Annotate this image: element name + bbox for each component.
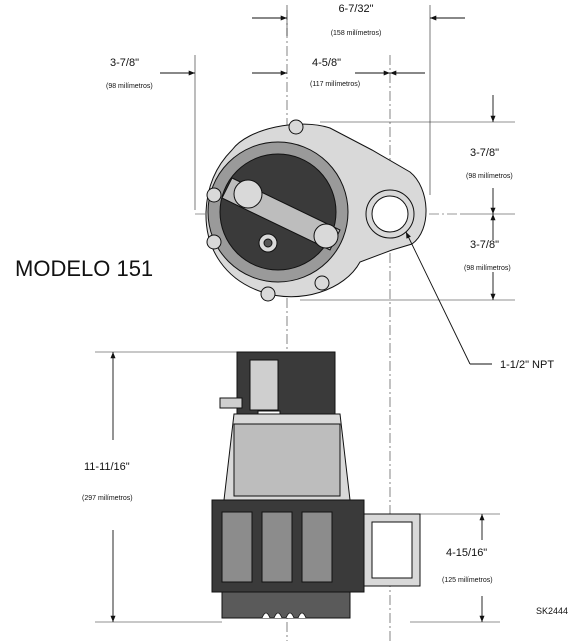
dim-discharge-height-value: 4-15/16" (446, 547, 487, 559)
dim-left-offset: 3-7/8" (98 milímetros) (106, 55, 287, 210)
dim-right-lower-metric: (98 milímetros) (464, 265, 511, 272)
dim-right-upper-metric: (98 milímetros) (466, 173, 513, 180)
dim-mid-offset: 4-5/8" (117 milímetros) (310, 57, 425, 88)
dim-height-total: 11-11/16" (297 milímetros) (82, 351, 237, 623)
npt-callout-label: 1-1/2" NPT (500, 359, 554, 371)
dim-right-lower-value: 3-7/8" (470, 239, 499, 251)
side-view-pump (211, 351, 421, 619)
dim-discharge-height: 4-15/16" (125 milímetros) (410, 513, 500, 623)
dim-discharge-height-metric: (125 milímetros) (442, 577, 493, 584)
dim-top-width-metric: (158 milímetros) (331, 30, 382, 37)
dim-right-vertical: 3-7/8" (98 milímetros) 3-7/8" (98 milíme… (300, 95, 515, 301)
dim-left-offset-value: 3-7/8" (110, 57, 139, 69)
model-label: MODELO 151 (15, 256, 153, 281)
dim-mid-offset-value: 4-5/8" (312, 57, 341, 69)
sketch-id: SK2444 (536, 606, 568, 616)
dim-top-width: 6-7/32" (158 milímetros) (252, 3, 465, 195)
dim-right-upper-value: 3-7/8" (470, 147, 499, 159)
dim-top-width-value: 6-7/32" (338, 3, 373, 15)
dim-mid-offset-metric: (117 milímetros) (310, 81, 360, 88)
dim-left-offset-metric: (98 milímetros) (106, 83, 153, 90)
dim-height-total-metric: (297 milímetros) (82, 495, 133, 502)
dim-height-total-value: 11-11/16" (84, 461, 130, 473)
npt-callout: 1-1/2" NPT (405, 231, 554, 371)
top-view-pump (205, 119, 427, 302)
